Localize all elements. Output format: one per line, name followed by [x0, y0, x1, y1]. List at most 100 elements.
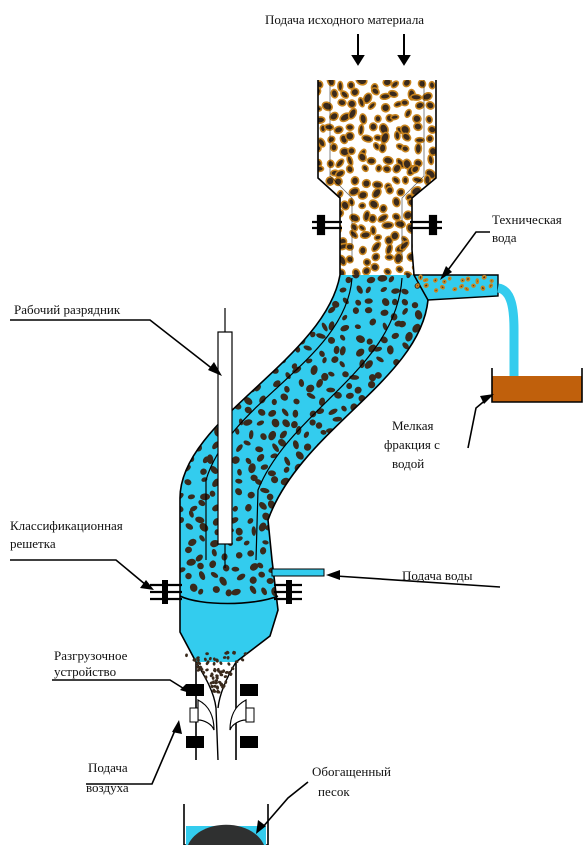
particle — [184, 397, 193, 407]
particle — [241, 281, 253, 292]
particle — [325, 212, 334, 221]
particle — [316, 256, 328, 267]
particle — [402, 177, 408, 184]
particle — [325, 583, 336, 592]
particle — [412, 250, 425, 263]
particle — [185, 428, 195, 435]
particle — [259, 341, 268, 352]
particle — [184, 290, 192, 298]
label-water-feed: Подача воды — [402, 568, 473, 583]
particle — [234, 357, 243, 366]
particle — [338, 99, 347, 107]
particle — [298, 498, 307, 507]
particle — [418, 560, 425, 567]
particle — [332, 440, 337, 447]
particle — [305, 462, 314, 471]
particle — [255, 317, 265, 328]
particle — [213, 662, 216, 666]
particle — [379, 143, 386, 152]
particle — [279, 515, 289, 520]
particle — [172, 374, 180, 379]
particle — [303, 307, 310, 316]
particle — [201, 286, 210, 294]
particle — [370, 454, 377, 462]
particle — [352, 437, 363, 449]
particle — [427, 155, 434, 165]
particle — [199, 343, 208, 352]
particle — [196, 296, 206, 305]
particle — [174, 417, 181, 428]
particle — [402, 405, 411, 413]
particle — [374, 515, 383, 524]
particle — [328, 241, 337, 250]
particle — [273, 277, 278, 285]
particle — [236, 297, 245, 305]
particle — [364, 425, 373, 434]
particle — [416, 206, 429, 218]
particle — [333, 469, 338, 476]
particle — [317, 584, 326, 593]
particle — [367, 157, 376, 164]
particle — [466, 277, 470, 281]
particle — [271, 548, 281, 560]
particle — [375, 524, 382, 532]
particle — [391, 498, 401, 508]
particle — [293, 410, 299, 418]
particle — [419, 275, 422, 280]
particle — [400, 523, 406, 533]
particle — [370, 123, 377, 131]
particle — [327, 160, 335, 168]
particle — [273, 333, 282, 343]
particle — [402, 360, 408, 369]
particle — [170, 406, 179, 412]
particle — [329, 526, 340, 537]
particle — [267, 283, 275, 291]
label-grid-2: решетка — [10, 536, 56, 551]
particle — [351, 417, 360, 426]
particle — [243, 297, 251, 307]
particle — [171, 323, 179, 334]
particle — [201, 271, 211, 282]
particle — [379, 538, 391, 549]
particle — [235, 287, 243, 295]
particle — [425, 241, 438, 254]
particle — [359, 202, 366, 208]
label-fine-3: водой — [392, 456, 424, 471]
particle — [389, 492, 400, 503]
particle — [227, 662, 231, 666]
particle — [259, 313, 267, 322]
particle — [416, 233, 427, 242]
particle — [235, 394, 242, 400]
particle — [321, 494, 327, 498]
particle — [317, 267, 327, 277]
particle — [330, 506, 338, 514]
label-sand-2: песок — [318, 784, 350, 799]
particle — [306, 586, 313, 596]
particle — [285, 488, 292, 497]
particle — [415, 138, 424, 143]
particle — [210, 391, 216, 400]
particle — [397, 476, 408, 486]
particle — [419, 382, 425, 393]
label-unloader-2: устройство — [54, 664, 116, 679]
particle — [392, 551, 397, 559]
particle — [372, 181, 382, 189]
particle — [177, 462, 185, 470]
particle — [306, 277, 314, 286]
particle — [280, 293, 289, 304]
particle — [320, 546, 329, 556]
particle — [259, 284, 267, 291]
particle — [369, 214, 377, 223]
particle — [376, 165, 383, 173]
particle — [175, 355, 180, 362]
particle — [416, 405, 426, 412]
particle — [359, 246, 367, 255]
particle — [401, 99, 409, 105]
overflow-launder — [414, 275, 514, 376]
particle — [389, 382, 399, 389]
particle — [345, 434, 353, 442]
particle — [392, 405, 400, 413]
particle — [352, 578, 361, 586]
particle — [177, 287, 183, 294]
particle — [310, 419, 316, 425]
